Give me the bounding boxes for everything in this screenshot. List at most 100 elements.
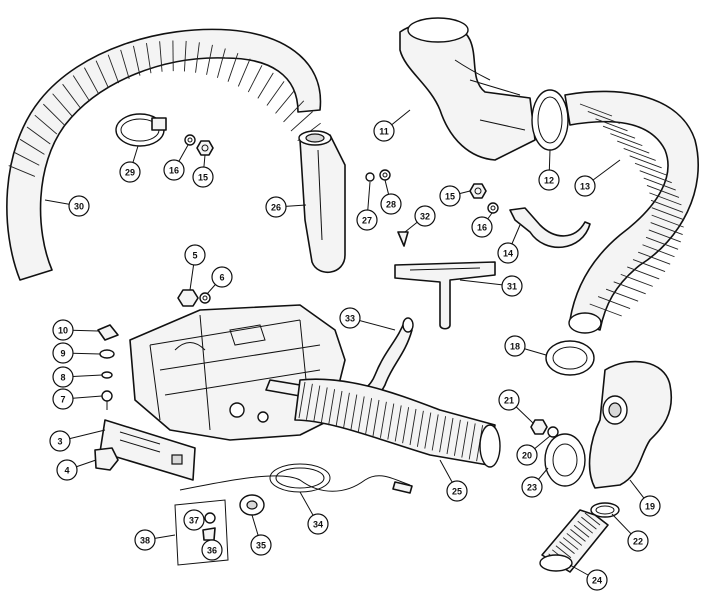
heater-unit	[129, 304, 346, 441]
callout-c5: 5	[184, 244, 206, 266]
sealing-ring-12	[531, 89, 569, 151]
callout-number: 35	[256, 541, 266, 551]
callout-number: 15	[198, 173, 208, 183]
callout-c12: 12	[538, 169, 560, 191]
callout-number: 5	[192, 251, 197, 261]
callout-number: 3	[57, 437, 62, 447]
callout-number: 22	[633, 537, 643, 547]
callout-circle	[119, 161, 141, 183]
callout-number: 38	[140, 536, 150, 546]
callout-circle	[373, 120, 395, 142]
callout-c37: 37	[183, 509, 205, 531]
callout-circle	[521, 476, 543, 498]
callout-c22: 22	[627, 530, 649, 552]
washer-6	[199, 292, 211, 304]
callout-number: 24	[592, 576, 602, 586]
control-knob-4	[94, 447, 119, 471]
callout-c10: 10	[52, 319, 74, 341]
callout-c33: 33	[339, 307, 361, 329]
callout-circle	[192, 166, 214, 188]
flange-23	[544, 433, 586, 487]
callout-number: 18	[510, 342, 520, 352]
callout-number: 19	[645, 502, 655, 512]
callout-circle	[184, 244, 206, 266]
callout-c15b: 15	[439, 185, 461, 207]
callout-c14: 14	[497, 242, 519, 264]
callout-number: 15	[445, 192, 455, 202]
washer-9	[99, 349, 115, 359]
callout-number: 26	[271, 203, 281, 213]
callout-circle	[211, 266, 233, 288]
callout-number: 28	[386, 200, 396, 210]
flexible-duct-30	[6, 28, 322, 281]
callout-c36: 36	[201, 539, 223, 561]
callout-circle	[52, 366, 74, 388]
callout-circle	[538, 169, 560, 191]
callout-circle	[497, 242, 519, 264]
callout-number: 37	[189, 516, 199, 526]
callout-circle	[471, 216, 493, 238]
screw-32	[397, 231, 409, 247]
bracket-14	[509, 207, 591, 248]
callout-c21: 21	[498, 389, 520, 411]
callout-circle	[183, 509, 205, 531]
callout-circle	[49, 430, 71, 452]
callout-number: 23	[527, 483, 537, 493]
callout-circle	[52, 319, 74, 341]
callout-c30: 30	[68, 195, 90, 217]
washer-28	[379, 169, 391, 181]
clip-10	[97, 324, 119, 341]
callout-number: 8	[60, 373, 65, 383]
callout-number: 10	[58, 326, 68, 336]
outlet-elbow-19	[588, 360, 673, 489]
callout-circle	[380, 193, 402, 215]
callout-c18: 18	[504, 335, 526, 357]
callout-circle	[439, 185, 461, 207]
grommet-35	[239, 494, 265, 516]
washer-16-top	[184, 134, 196, 146]
callout-circle	[627, 530, 649, 552]
screw-7	[101, 390, 113, 410]
callout-number: 9	[60, 349, 65, 359]
callout-c3: 3	[49, 430, 71, 452]
callout-circle	[586, 569, 608, 591]
callout-number: 25	[452, 487, 462, 497]
callout-number: 16	[477, 223, 487, 233]
callout-number: 27	[362, 216, 372, 226]
callout-c35: 35	[250, 534, 272, 556]
callout-c27: 27	[356, 209, 378, 231]
callout-c8: 8	[52, 366, 74, 388]
callout-circle	[504, 335, 526, 357]
thin-hose-33	[265, 317, 414, 406]
callout-c24: 24	[586, 569, 608, 591]
sleeve-22	[590, 502, 620, 518]
callout-circle	[56, 459, 78, 481]
callout-c7: 7	[52, 388, 74, 410]
callout-number: 4	[64, 466, 69, 476]
callout-c6: 6	[211, 266, 233, 288]
callout-circle	[414, 205, 436, 227]
callout-circle	[201, 539, 223, 561]
callout-number: 30	[74, 202, 84, 212]
callout-circle	[446, 480, 468, 502]
callout-c28: 28	[380, 193, 402, 215]
callout-c15a: 15	[192, 166, 214, 188]
callout-c4: 4	[56, 459, 78, 481]
callout-number: 31	[507, 282, 517, 292]
callout-circle	[498, 389, 520, 411]
callout-c32: 32	[414, 205, 436, 227]
screw-27	[365, 172, 375, 182]
callout-circle	[516, 444, 538, 466]
callout-circle	[52, 342, 74, 364]
callout-circle	[250, 534, 272, 556]
nut-15-right	[469, 183, 487, 199]
flexible-duct-13	[564, 90, 699, 334]
callout-number: 32	[420, 212, 430, 222]
t-piece-31	[394, 261, 496, 330]
callout-number: 33	[345, 314, 355, 324]
callout-circle	[134, 529, 156, 551]
callout-number: 11	[379, 127, 389, 137]
callout-number: 21	[504, 396, 514, 406]
callout-number: 12	[544, 176, 554, 186]
callout-c26: 26	[265, 196, 287, 218]
